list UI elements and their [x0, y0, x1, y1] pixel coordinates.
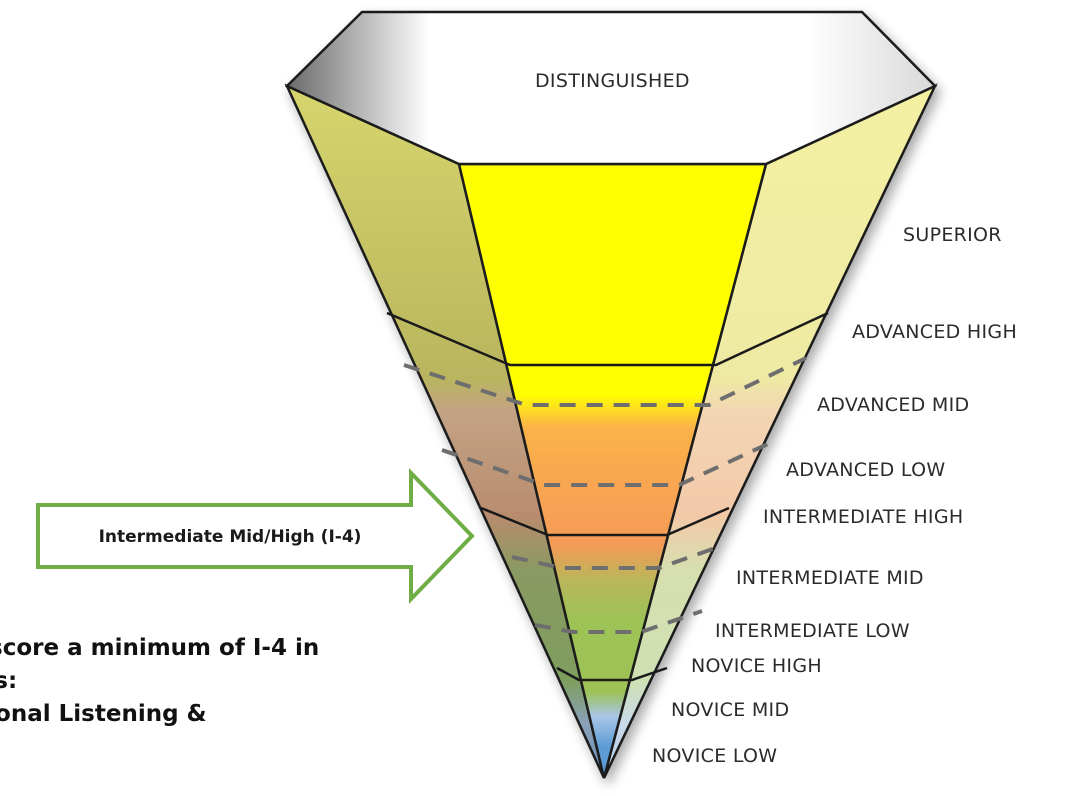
dash-advanced-low	[441, 441, 771, 487]
cone-top-face	[284, 10, 938, 166]
label-advanced-mid: ADVANCED MID	[817, 394, 969, 416]
label-advanced-high: ADVANCED HIGH	[852, 321, 1017, 343]
callout-arrow-outline	[36, 468, 475, 604]
label-novice-high: NOVICE HIGH	[691, 655, 822, 677]
label-intermediate-low: INTERMEDIATE LOW	[715, 620, 910, 642]
boundary-advanced	[386, 311, 829, 367]
note-line-1: t score a minimum of I-4 in	[0, 635, 320, 661]
note-line-2: ins:	[0, 668, 18, 694]
level-labels: DISTINGUISHED SUPERIOR ADVANCED HIGH ADV…	[535, 70, 1017, 767]
dash-intermediate-low	[534, 609, 703, 634]
requirement-note: t score a minimum of I-4 in ins: rsonal …	[0, 632, 319, 731]
boundary-intermediate	[480, 506, 730, 537]
label-intermediate-high: INTERMEDIATE HIGH	[763, 506, 963, 528]
boundary-novice	[556, 666, 668, 682]
band-boundaries	[386, 311, 829, 682]
label-superior: SUPERIOR	[903, 224, 1002, 246]
dash-advanced-mid	[403, 356, 807, 407]
label-advanced-low: ADVANCED LOW	[786, 459, 945, 481]
label-intermediate-mid: INTERMEDIATE MID	[736, 567, 924, 589]
label-distinguished: DISTINGUISHED	[535, 70, 690, 92]
sublevel-dashes	[403, 356, 807, 634]
note-line-3: rsonal Listening &	[0, 701, 207, 727]
cone-body	[284, 10, 938, 779]
callout-arrow: Intermediate Mid/High (I-4)	[36, 468, 475, 604]
label-novice-mid: NOVICE MID	[671, 699, 789, 721]
callout-label: Intermediate Mid/High (I-4)	[99, 527, 362, 547]
label-novice-low: NOVICE LOW	[652, 745, 777, 767]
